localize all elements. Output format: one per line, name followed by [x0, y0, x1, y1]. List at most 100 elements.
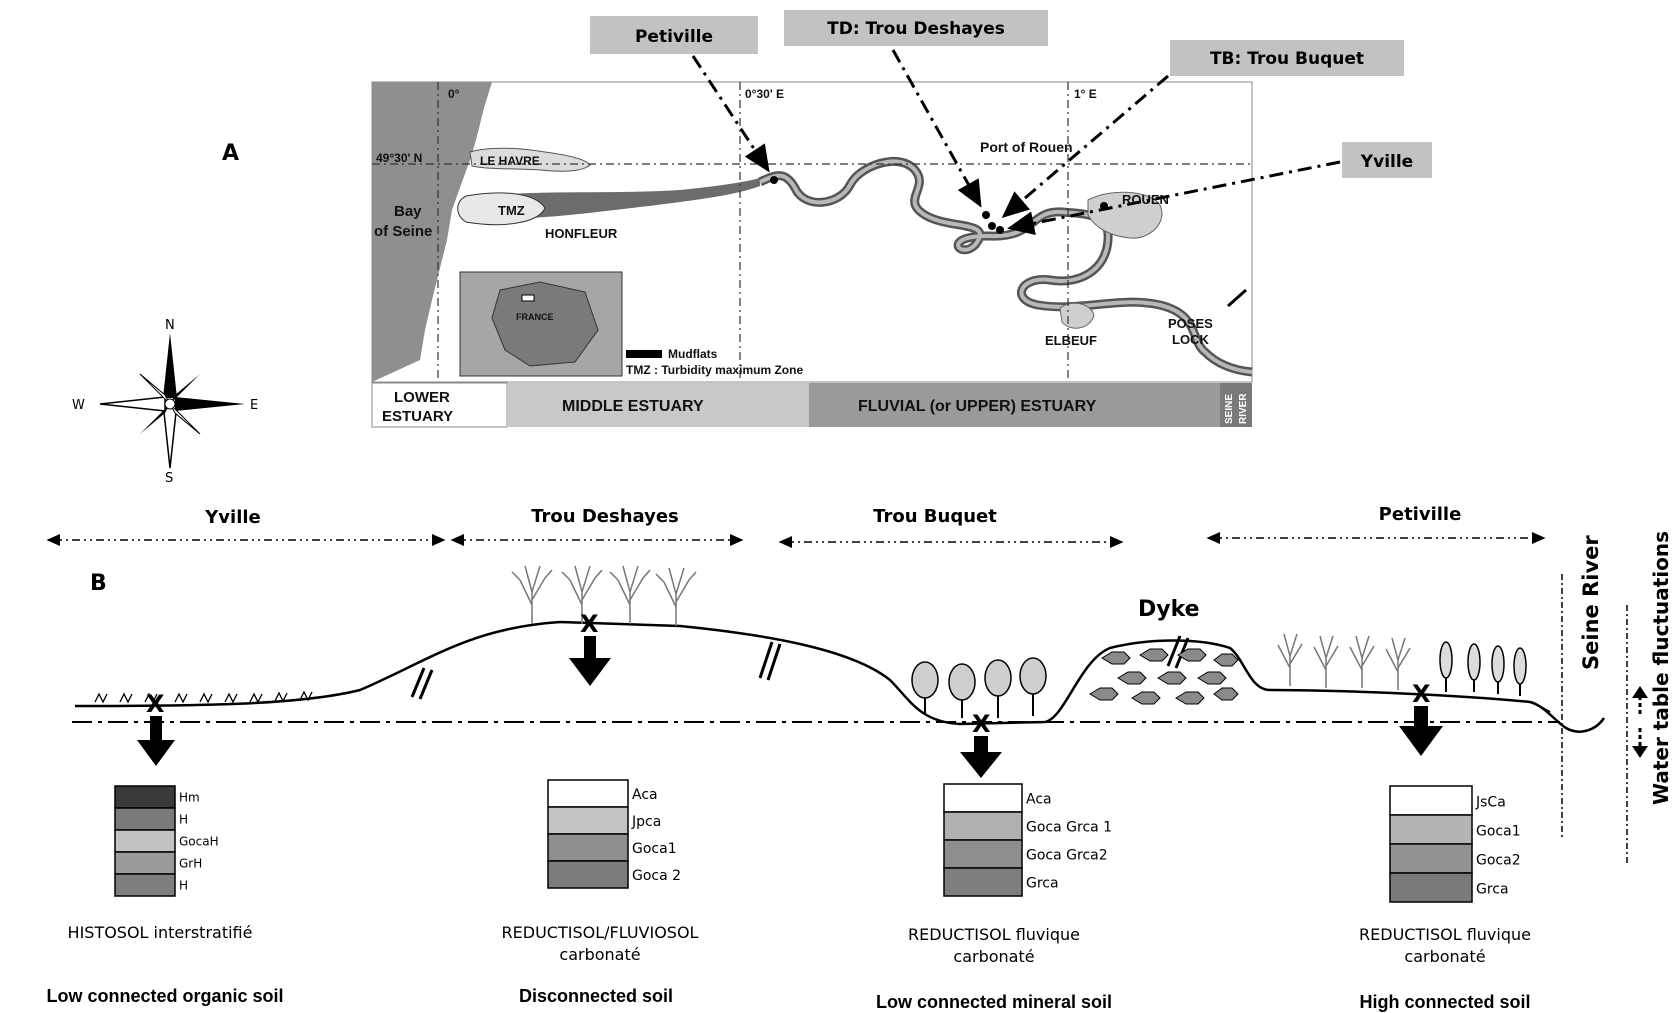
soil-horizon-swatch: [114, 785, 176, 809]
connectivity-label: Disconnected soil: [519, 986, 673, 1006]
leafy-trees-icon: [911, 657, 1047, 718]
connectivity-label: High connected soil: [1359, 992, 1530, 1012]
seine-river-label: Seine River: [1579, 535, 1603, 670]
compass-north-label: N: [165, 318, 175, 333]
trou-deshayes-site-marker-2: [988, 222, 996, 230]
soil-type-label: REDUCTISOL fluvique: [1359, 925, 1531, 944]
callout-petiville-box: [590, 16, 758, 54]
site-petiville: Petiville: [1379, 504, 1462, 525]
soil-horizon-swatch: [943, 867, 1023, 897]
soil-type-label: carbonaté: [559, 945, 640, 964]
soil-horizon-label: Grca: [1026, 876, 1059, 892]
soil-horizon-swatch: [547, 833, 629, 862]
sample-x-4: X: [1412, 680, 1431, 708]
lon-0-label: 0°: [448, 87, 460, 101]
callout-td-box: [784, 10, 1048, 46]
sample-arrow-1: [137, 716, 175, 766]
compass-south-label: S: [165, 471, 173, 486]
grass-vegetation-icon: [94, 690, 313, 704]
soil-horizon-label: Jpca: [631, 814, 661, 830]
soil-horizon-label: GocaH: [179, 834, 219, 848]
poses-label-1: POSES: [1168, 316, 1213, 331]
bay-of-seine-water: [372, 82, 492, 382]
connectivity-label: Low connected mineral soil: [876, 992, 1112, 1012]
petiville-site-marker: [770, 176, 778, 184]
sample-x-3: X: [972, 710, 991, 738]
estuary-zone-bar: [371, 382, 1252, 428]
soil-horizon-label: Grca: [1476, 881, 1509, 897]
callout-trou-buquet: TB: Trou Buquet: [1210, 49, 1364, 69]
soil-horizon-swatch: [114, 873, 176, 897]
dyke-label: Dyke: [1138, 597, 1200, 622]
soil-horizon-label: Goca1: [632, 841, 677, 857]
bare-trees-petiville-icon: [1277, 633, 1411, 690]
sample-arrow-4: [1399, 706, 1443, 756]
soil-horizon-label: Goca1: [1476, 823, 1521, 839]
sample-x-1: X: [146, 690, 165, 718]
soil-type-label: REDUCTISOL/FLUVIOSOL: [502, 923, 699, 942]
soil-horizon-label: GrH: [179, 856, 202, 870]
soil-horizon-label: Aca: [1026, 792, 1052, 808]
soil-horizon-swatch: [1389, 872, 1473, 903]
soil-horizon-label: Aca: [632, 787, 658, 803]
callout-leader-lines: [691, 49, 1341, 236]
france-label: FRANCE: [516, 312, 554, 322]
zone-lower-1: LOWER: [394, 389, 450, 406]
callout-trou-deshayes: TD: Trou Deshayes: [827, 19, 1005, 39]
lon-1-label: 1° E: [1074, 87, 1097, 101]
lon-030-label: 0°30' E: [745, 87, 784, 101]
panel-b-label: B: [90, 571, 107, 596]
zone-fluvial: FLUVIAL (or UPPER) ESTUARY: [858, 398, 1097, 415]
estuary-map: [371, 81, 1253, 383]
soil-horizon-swatch: [1389, 785, 1473, 816]
trou-buquet-site-marker: [996, 226, 1004, 234]
bay-label-2: of Seine: [374, 223, 432, 240]
zone-seine-1: SEINE: [1224, 394, 1235, 424]
slim-trees-icon: [1439, 641, 1551, 713]
honfleur-label: HONFLEUR: [545, 226, 618, 241]
callout-yville: Yville: [1360, 152, 1413, 172]
soil-horizon-label: JsCa: [1475, 794, 1506, 810]
le-havre-area: [469, 147, 591, 172]
soil-horizon-label: Goca Grca2: [1026, 848, 1108, 864]
site-trou-buquet: Trou Buquet: [873, 506, 997, 527]
soil-horizon-label: H: [179, 878, 188, 892]
soil-horizon-swatch: [1389, 843, 1473, 874]
zone-seine-2: RIVER: [1238, 393, 1249, 424]
callout-tb-box: [1170, 40, 1404, 76]
compass-east-label: E: [250, 398, 258, 413]
soil-horizon-swatch: [1389, 814, 1473, 845]
soil-horizon-label: Goca2: [1476, 852, 1521, 868]
soil-horizon-label: Goca 2: [632, 868, 681, 884]
soil-horizon-swatch: [114, 829, 176, 853]
port-of-rouen-label: Port of Rouen: [980, 139, 1073, 155]
soil-horizon-swatch: [943, 811, 1023, 841]
soil-type-label: REDUCTISOL fluvique: [908, 925, 1080, 944]
france-shape: [491, 281, 599, 367]
panel-a-label: A: [222, 141, 239, 166]
soil-horizon-label: Hm: [179, 790, 200, 804]
bare-trees-icon: [511, 565, 697, 626]
soil-type-label: carbonaté: [953, 947, 1034, 966]
sample-arrow-3: [960, 736, 1002, 778]
sampling-points: X X X X: [137, 610, 1443, 778]
soil-horizon-swatch: [547, 806, 629, 835]
legend-tmz: TMZ : Turbidity maximum Zone: [626, 363, 803, 377]
soil-horizon-swatch: [547, 779, 629, 808]
soil-horizon-label: Goca Grca 1: [1026, 820, 1112, 836]
lat-label: 49°30' N: [376, 151, 422, 165]
zone-lower-2: ESTUARY: [382, 408, 453, 425]
sample-arrow-2: [569, 636, 611, 686]
elbeuf-label: ELBEUF: [1045, 333, 1097, 348]
site-yville: Yville: [204, 507, 261, 528]
callout-yville-box: [1342, 142, 1432, 178]
poses-label-2: LOCK: [1172, 332, 1209, 347]
trou-deshayes-site-marker: [982, 211, 990, 219]
soil-horizon-swatch: [114, 807, 176, 831]
tmz-label: TMZ: [498, 203, 525, 218]
